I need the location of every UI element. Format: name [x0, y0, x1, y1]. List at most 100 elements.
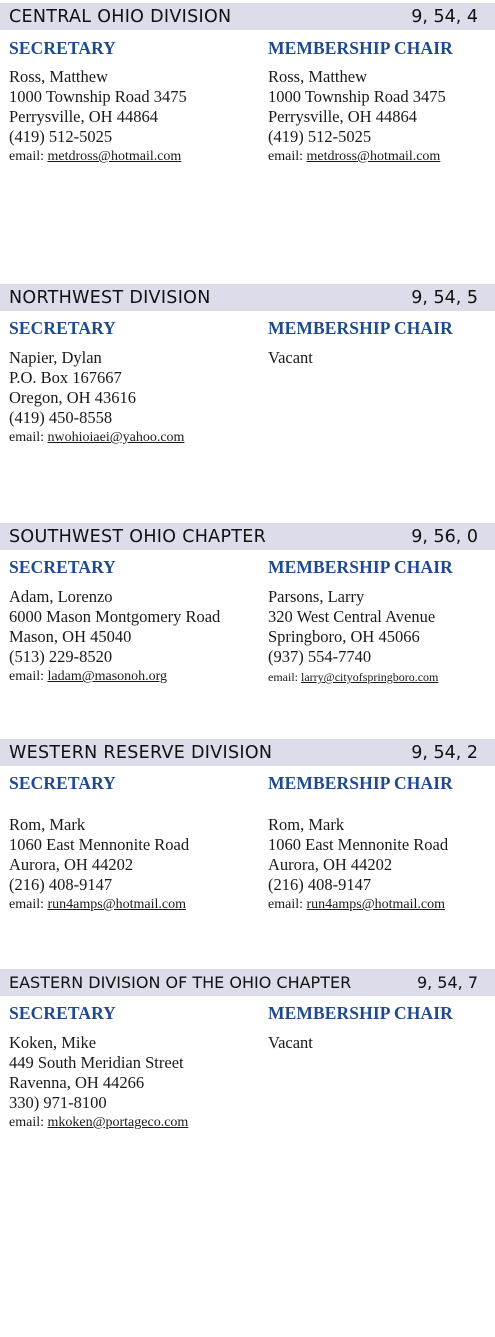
contact-address-line-2: Ravenna, OH 44266 [9, 1073, 145, 1092]
section-title: SOUTHWEST OHIO CHAPTER [9, 527, 267, 547]
contact-address-line-1: 320 West Central Avenue [268, 607, 436, 626]
contact-name: Koken, Mike [9, 1033, 97, 1052]
section-header-bar: NORTHWEST DIVISION 9, 54, 5 [0, 284, 495, 311]
contact-name: Ross, Matthew [9, 67, 108, 86]
contact-phone: (216) 408-9147 [268, 875, 372, 894]
email-label: email: [9, 430, 48, 445]
contact-phone: (419) 512-5025 [268, 127, 372, 146]
membership-chair-contact: Vacant [268, 348, 313, 368]
contact-address-line-1: 1000 Township Road 3475 [9, 87, 187, 106]
contact-email-line: email: metdross@hotmail.com [268, 147, 446, 167]
secretary-heading: SECRETARY [9, 38, 116, 58]
membership-chair-contact: Ross, Matthew 1000 Township Road 3475 Pe… [268, 67, 446, 167]
contact-address-line-1: P.O. Box 167667 [9, 368, 122, 387]
contact-phone: (937) 554-7740 [268, 647, 372, 666]
secretary-contact: Rom, Mark 1060 East Mennonite Road Auror… [9, 815, 189, 915]
contact-name: Adam, Lorenzo [9, 587, 113, 606]
section-title: EASTERN DIVISION OF THE OHIO CHAPTER [9, 973, 352, 992]
membership-chair-column: MEMBERSHIP CHAIR Vacant [268, 1003, 495, 1052]
contact-phone: (419) 512-5025 [9, 127, 113, 146]
secretary-contact: Napier, Dylan P.O. Box 167667 Oregon, OH… [9, 348, 184, 448]
contact-name: Rom, Mark [9, 815, 86, 834]
email-link[interactable]: run4amps@hotmail.com [306, 897, 445, 912]
contact-phone: (513) 229-8520 [9, 647, 113, 666]
email-label: email: [268, 897, 307, 912]
secretary-contact: Adam, Lorenzo 6000 Mason Montgomery Road… [9, 587, 220, 687]
contact-name: Vacant [268, 348, 313, 367]
secretary-column: SECRETARY Ross, Matthew 1000 Township Ro… [9, 38, 245, 164]
contact-name: Rom, Mark [268, 815, 345, 834]
section-title: CENTRAL OHIO DIVISION [9, 7, 232, 27]
email-link[interactable]: ladam@masonoh.org [47, 669, 168, 684]
contact-email-line: email: nwohioiaei@yahoo.com [9, 428, 184, 448]
email-label: email: [9, 149, 48, 164]
membership-chair-contact: Parsons, Larry 320 West Central Avenue S… [268, 587, 438, 687]
section-header-bar: EASTERN DIVISION OF THE OHIO CHAPTER 9, … [0, 969, 495, 996]
email-label: email: [9, 669, 48, 684]
contact-address-line-1: 6000 Mason Montgomery Road [9, 607, 221, 626]
secretary-column: SECRETARY Adam, Lorenzo 6000 Mason Montg… [9, 557, 245, 684]
email-link[interactable]: nwohioiaei@yahoo.com [47, 430, 185, 445]
section-code: 9, 56, 0 [411, 527, 478, 547]
contact-name: Parsons, Larry [268, 587, 365, 606]
contact-address-line-2: Mason, OH 45040 [9, 627, 132, 646]
contact-phone: 330) 971-8100 [9, 1093, 107, 1112]
secretary-column: SECRETARY Koken, Mike 449 South Meridian… [9, 1003, 245, 1130]
section-header-bar: WESTERN RESERVE DIVISION 9, 54, 2 [0, 739, 495, 766]
contact-address-line-1: 1060 East Mennonite Road [268, 835, 449, 854]
section-header-bar: SOUTHWEST OHIO CHAPTER 9, 56, 0 [0, 523, 495, 550]
section-code: 9, 54, 7 [416, 973, 478, 992]
contact-name: Napier, Dylan [9, 348, 102, 367]
contact-address-line-2: Perrysville, OH 44864 [9, 107, 158, 126]
contact-phone: (419) 450-8558 [9, 408, 113, 427]
section-code: 9, 54, 2 [411, 743, 478, 763]
membership-chair-heading: MEMBERSHIP CHAIR [268, 1003, 453, 1023]
contact-address-line-2: Oregon, OH 43616 [9, 388, 136, 407]
membership-chair-contact: Vacant [268, 1033, 313, 1053]
membership-chair-column: MEMBERSHIP CHAIR Parsons, Larry 320 West… [268, 557, 495, 684]
email-link[interactable]: run4amps@hotmail.com [47, 897, 186, 912]
contact-email-line: email: larry@cityofspringboro.com [268, 667, 438, 687]
contact-address-line-2: Perrysville, OH 44864 [268, 107, 417, 126]
membership-chair-column: MEMBERSHIP CHAIR Rom, Mark 1060 East Men… [268, 773, 495, 912]
email-label: email: [268, 670, 301, 684]
email-link[interactable]: metdross@hotmail.com [47, 149, 182, 164]
secretary-heading: SECRETARY [9, 557, 116, 577]
email-label: email: [9, 1115, 48, 1130]
secretary-column: SECRETARY Rom, Mark 1060 East Mennonite … [9, 773, 245, 912]
email-link[interactable]: metdross@hotmail.com [306, 149, 441, 164]
secretary-heading: SECRETARY [9, 1003, 116, 1023]
contact-address-line-1: 1060 East Mennonite Road [9, 835, 190, 854]
contact-email-line: email: run4amps@hotmail.com [9, 895, 189, 915]
contact-email-line: email: metdross@hotmail.com [9, 147, 187, 167]
contact-address-line-2: Aurora, OH 44202 [9, 855, 134, 874]
email-link[interactable]: larry@cityofspringboro.com [301, 670, 439, 684]
membership-chair-heading: MEMBERSHIP CHAIR [268, 318, 453, 338]
email-label: email: [268, 149, 307, 164]
membership-chair-heading: MEMBERSHIP CHAIR [268, 557, 453, 577]
contact-name: Vacant [268, 1033, 313, 1052]
section-code: 9, 54, 5 [411, 288, 478, 308]
secretary-contact: Ross, Matthew 1000 Township Road 3475 Pe… [9, 67, 187, 167]
membership-chair-contact: Rom, Mark 1060 East Mennonite Road Auror… [268, 815, 448, 915]
section-code: 9, 54, 4 [411, 7, 478, 27]
contact-address-line-2: Springboro, OH 45066 [268, 627, 420, 646]
section-header-bar: CENTRAL OHIO DIVISION 9, 54, 4 [0, 3, 495, 30]
contact-email-line: email: ladam@masonoh.org [9, 667, 220, 687]
membership-chair-column: MEMBERSHIP CHAIR Ross, Matthew 1000 Town… [268, 38, 495, 164]
contact-email-line: email: run4amps@hotmail.com [268, 895, 448, 915]
contact-phone: (216) 408-9147 [9, 875, 113, 894]
membership-chair-heading: MEMBERSHIP CHAIR [268, 38, 453, 58]
secretary-heading: SECRETARY [9, 318, 116, 338]
contact-name: Ross, Matthew [268, 67, 367, 86]
contact-address-line-1: 1000 Township Road 3475 [268, 87, 446, 106]
contact-address-line-2: Aurora, OH 44202 [268, 855, 393, 874]
email-label: email: [9, 897, 48, 912]
contact-address-line-1: 449 South Meridian Street [9, 1053, 184, 1072]
contact-email-line: email: mkoken@portageco.com [9, 1113, 188, 1133]
section-title: WESTERN RESERVE DIVISION [9, 743, 273, 763]
secretary-contact: Koken, Mike 449 South Meridian Street Ra… [9, 1033, 188, 1133]
section-title: NORTHWEST DIVISION [9, 288, 211, 308]
secretary-column: SECRETARY Napier, Dylan P.O. Box 167667 … [9, 318, 245, 445]
email-link[interactable]: mkoken@portageco.com [47, 1115, 189, 1130]
